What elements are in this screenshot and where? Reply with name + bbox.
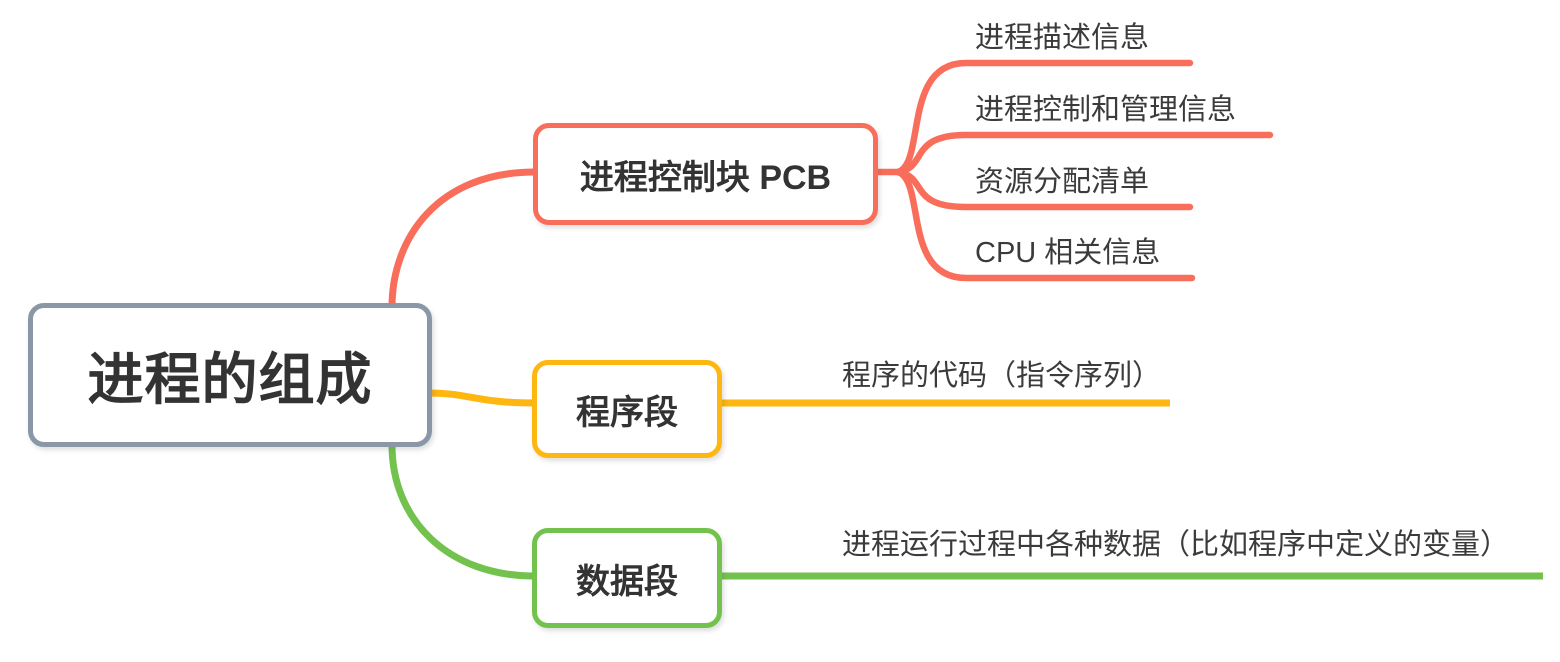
subtopic-resource-allocation-list[interactable]: 资源分配清单 <box>975 166 1150 198</box>
subtopic-process-description-info[interactable]: 进程描述信息 <box>975 22 1150 54</box>
topic-pcb[interactable]: 进程控制块 PCB <box>533 123 878 225</box>
subtopic-process-control-management-info[interactable]: 进程控制和管理信息 <box>975 94 1237 126</box>
connector-pcb-child-2 <box>894 131 1274 176</box>
connector-pcb-child-1 <box>894 59 1194 176</box>
connector-root-to-pcb <box>388 168 539 311</box>
subtopic-program-code[interactable]: 程序的代码（指令序列） <box>842 360 1162 392</box>
root-topic[interactable]: 进程的组成 <box>28 303 432 447</box>
subtopic-cpu-related-info[interactable]: CPU 相关信息 <box>975 237 1161 269</box>
subtopic-runtime-data[interactable]: 进程运行过程中各种数据（比如程序中定义的变量） <box>842 529 1510 561</box>
connector-root-to-program <box>426 389 538 407</box>
connector-root-to-data <box>388 441 538 580</box>
topic-program-segment[interactable]: 程序段 <box>532 360 722 458</box>
connector-pcb-child-4 <box>894 168 1196 282</box>
topic-data-segment[interactable]: 数据段 <box>532 528 722 628</box>
